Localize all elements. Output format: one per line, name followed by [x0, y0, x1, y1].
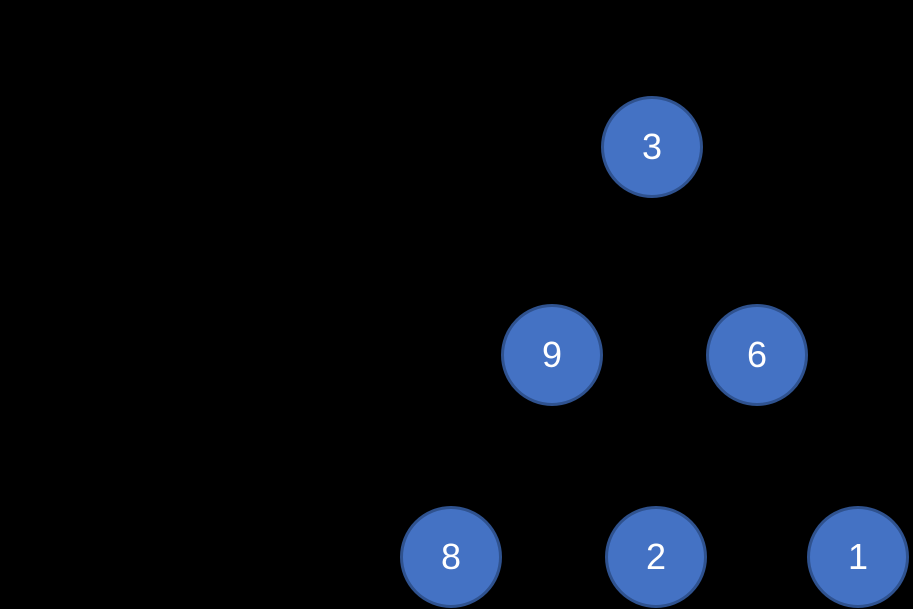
tree-node-6[interactable]: 6	[706, 304, 808, 406]
tree-node-label: 6	[746, 334, 768, 375]
tree-node-label: 1	[847, 536, 869, 577]
tree-node-2[interactable]: 2	[605, 506, 707, 608]
tree-node-8[interactable]: 8	[400, 506, 502, 608]
tree-node-label: 9	[541, 334, 563, 375]
tree-node-label: 3	[641, 126, 663, 167]
tree-node-3[interactable]: 3	[601, 96, 703, 198]
tree-node-1[interactable]: 1	[807, 506, 909, 608]
tree-node-label: 8	[440, 536, 462, 577]
tree-node-9[interactable]: 9	[501, 304, 603, 406]
tree-node-label: 2	[645, 536, 667, 577]
